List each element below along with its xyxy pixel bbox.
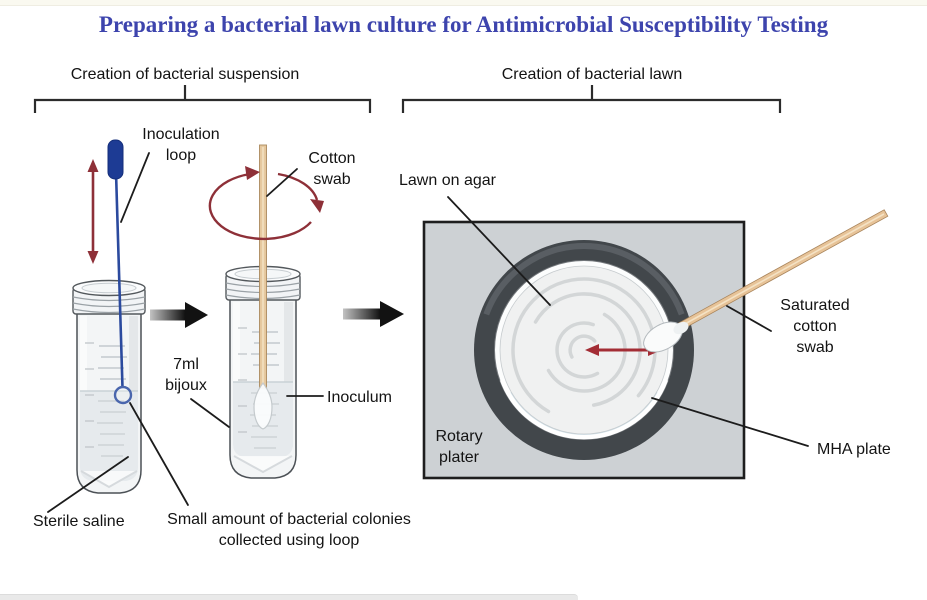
label-bijou-bottle: 7ml bijoux <box>165 356 207 394</box>
cotton-swab-graphic <box>253 144 273 430</box>
rotation-arrows <box>208 166 324 241</box>
diagram-title: Preparing a bacterial lawn culture for A… <box>98 12 829 37</box>
pointer-cotton-swab <box>266 168 298 197</box>
label-inoculum: Inoculum <box>327 389 392 406</box>
bottom-edge-bar <box>0 594 578 600</box>
label-lawn-on-agar: Lawn on agar <box>399 172 496 189</box>
saturated-swab-graphic <box>643 209 889 353</box>
pointer-colonies <box>129 402 189 506</box>
label-mha-plate: MHA plate <box>817 441 891 458</box>
pointer-mha-plate <box>651 397 809 447</box>
label-sterile-saline: Sterile saline <box>33 513 125 530</box>
pointer-sterile-saline <box>47 456 129 513</box>
agar-surface <box>499 265 669 435</box>
loop-handle <box>107 139 124 180</box>
label-cotton-swab: Cotton swab <box>308 150 356 188</box>
inoculation-loop-graphic <box>107 139 133 405</box>
section-label-suspension: Creation of bacterial suspension <box>70 66 300 83</box>
stage-arrow-1 <box>150 302 208 328</box>
label-colonies-note: Small amount of bacterial colonies colle… <box>167 511 411 549</box>
top-edge-strip <box>0 0 927 6</box>
stage-arrow-2 <box>343 301 404 327</box>
saline-tube-graphic <box>72 279 146 494</box>
loop-ring <box>113 385 133 405</box>
loop-wire <box>114 171 124 389</box>
lawn-bracket <box>401 85 782 113</box>
label-saturated-swab: Saturated cotton swab <box>780 297 850 356</box>
label-inoculation-loop: Inoculation loop <box>142 126 220 164</box>
pointer-lawn-on-agar <box>447 196 551 306</box>
up-down-motion-arrow <box>87 159 99 264</box>
pointer-saturated-swab <box>726 305 772 332</box>
label-rotary-plater: Rotary plater <box>435 428 483 466</box>
suspension-bracket <box>33 85 372 113</box>
swab-tip <box>253 381 273 430</box>
section-label-lawn: Creation of bacterial lawn <box>501 66 683 83</box>
pointer-bijou <box>190 398 230 428</box>
pointer-inoculation-loop <box>120 152 150 223</box>
pointer-lines <box>47 152 809 513</box>
